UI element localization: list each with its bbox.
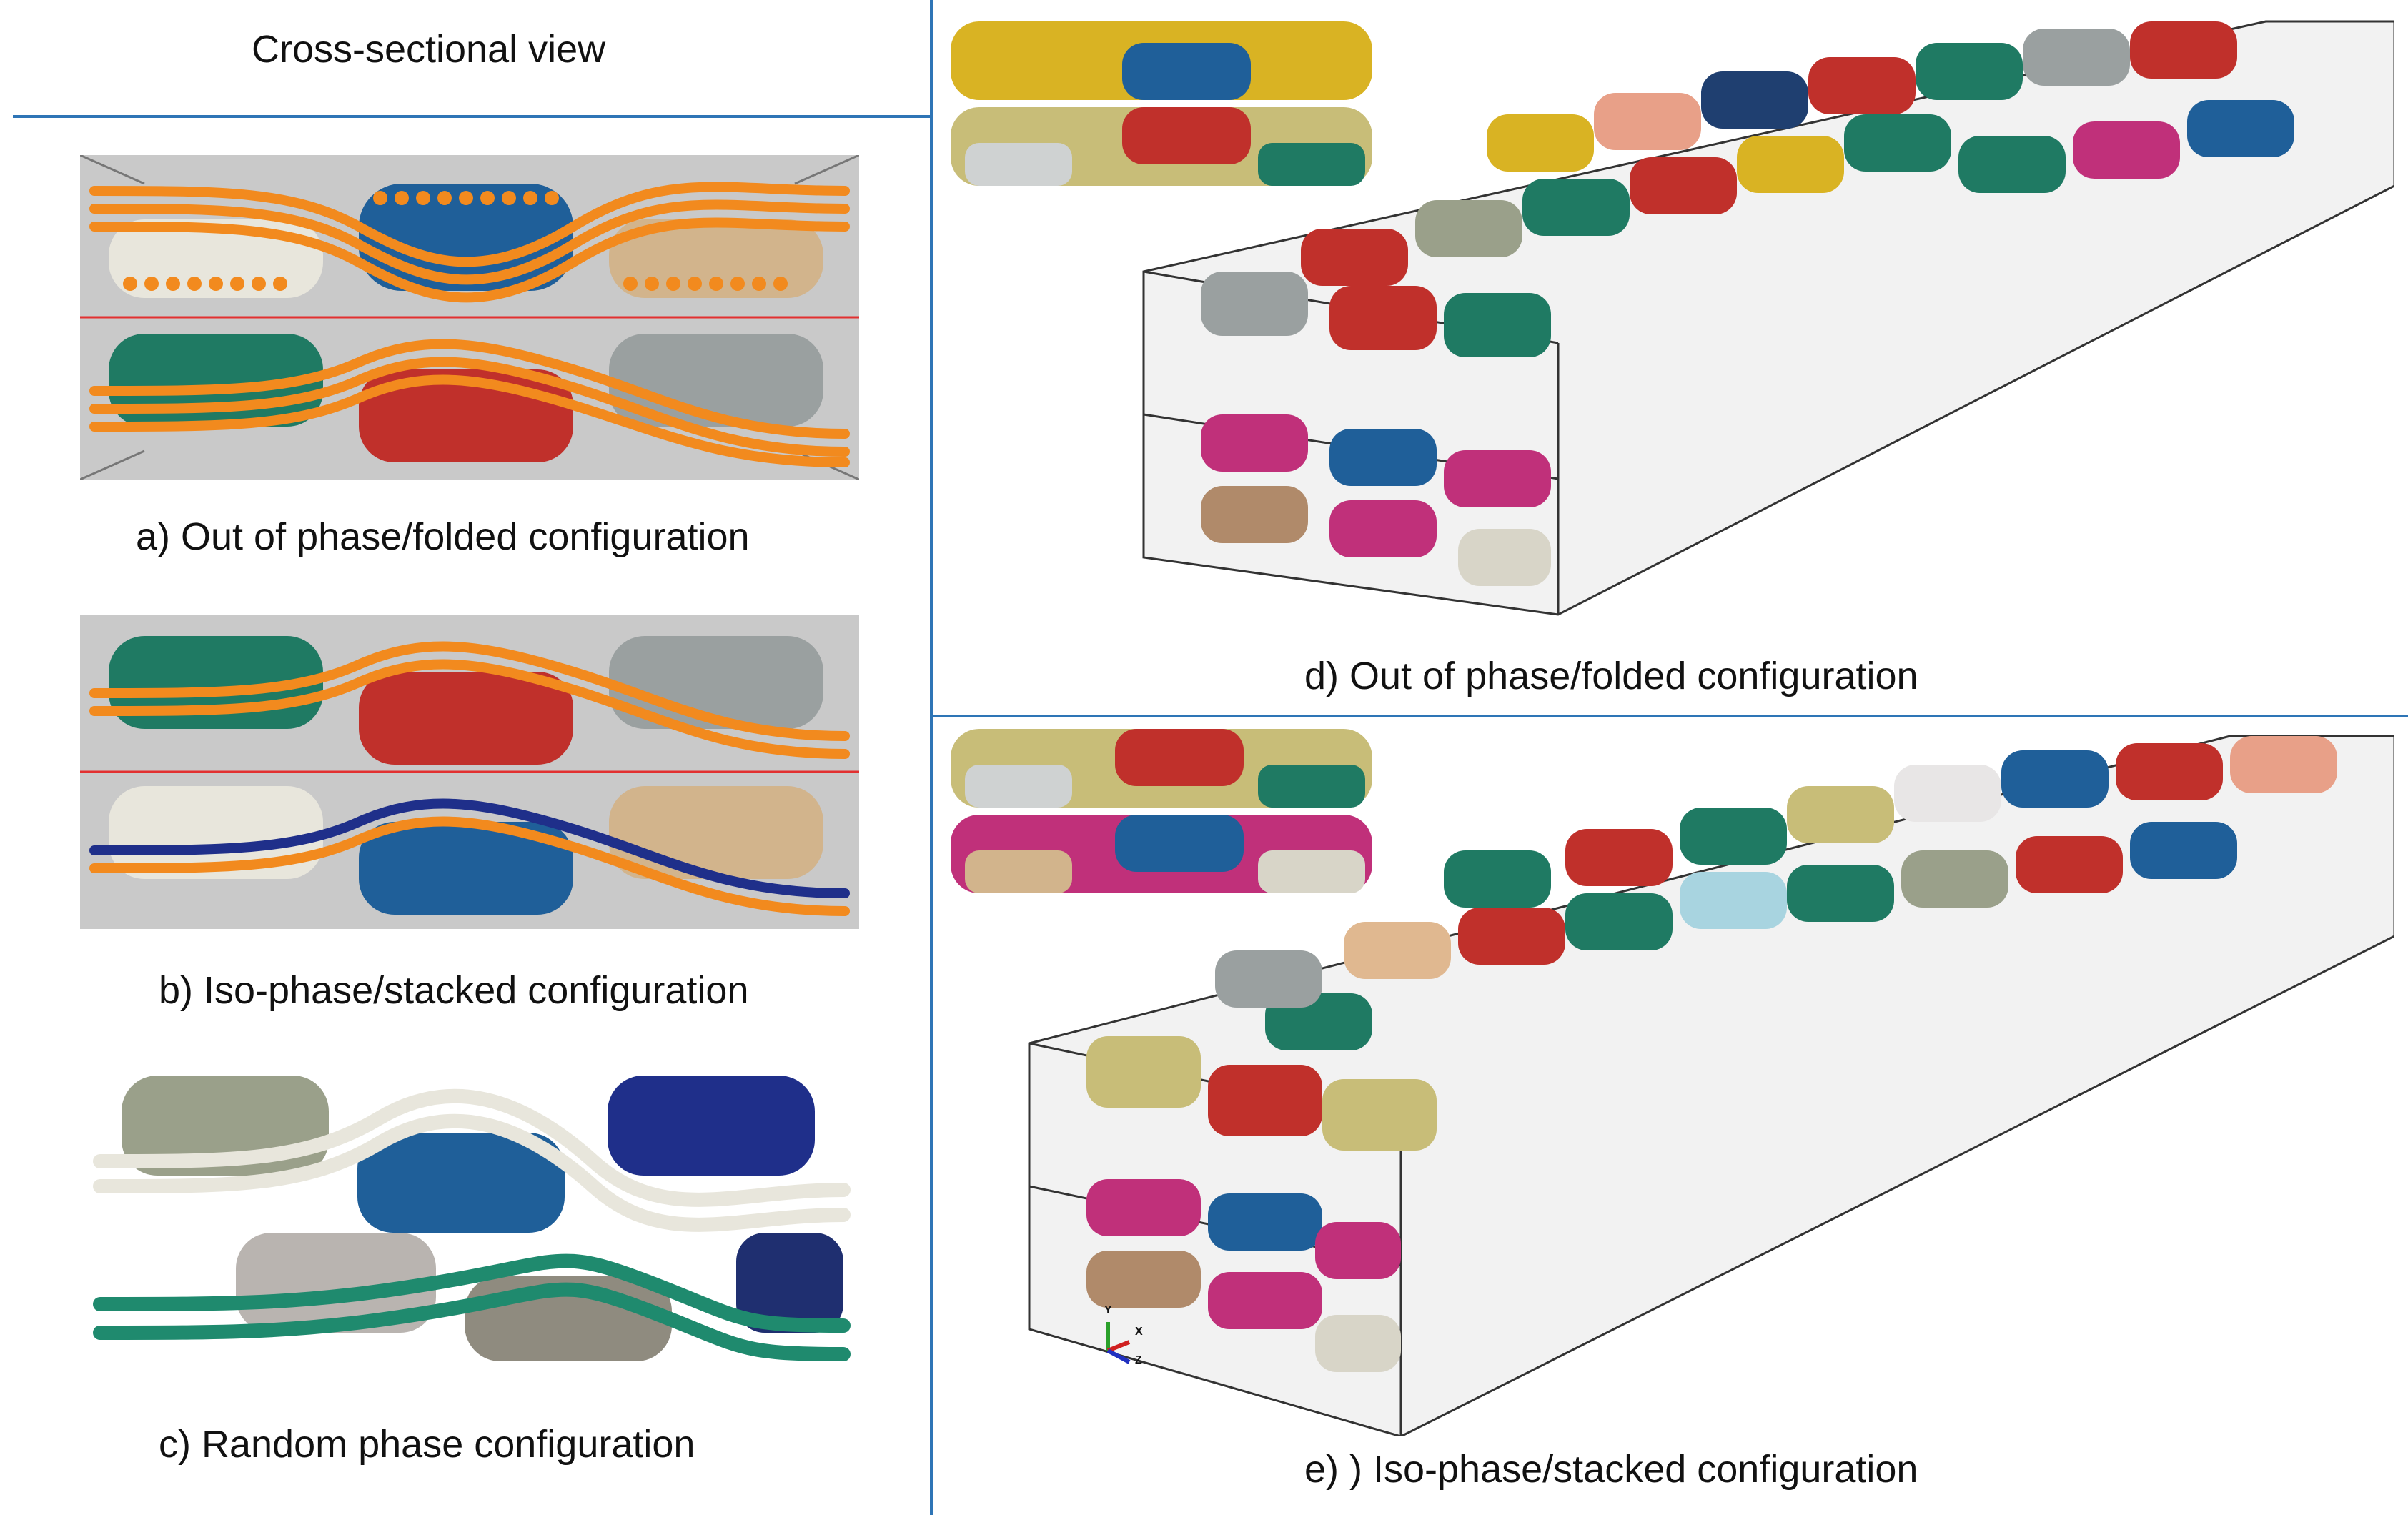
triad-x-label: X	[1135, 1326, 1143, 1338]
panel-c-image	[93, 1076, 851, 1361]
left-horizontal-divider	[13, 115, 930, 118]
axis-triad-icon	[1106, 1322, 1131, 1364]
cross-section-title: Cross-sectional view	[252, 28, 606, 71]
panel-a-image	[80, 155, 859, 480]
panel-d-image	[951, 20, 2394, 616]
panel-d-caption: d) Out of phase/folded configuration	[1304, 655, 1918, 697]
panel-a-caption: a) Out of phase/folded configuration	[136, 515, 750, 558]
panel-e-image	[951, 729, 2394, 1436]
panel-e-caption: e) ) Iso-phase/stacked configuration	[1304, 1448, 1918, 1491]
panel-b-caption: b) Iso-phase/stacked configuration	[159, 969, 749, 1012]
right-horizontal-divider	[933, 715, 2408, 717]
vertical-divider	[930, 0, 933, 1515]
triad-y-label: Y	[1104, 1304, 1112, 1316]
panel-c-caption: c) Random phase configuration	[159, 1423, 695, 1466]
triad-z-label: Z	[1135, 1354, 1142, 1366]
panel-b-image	[80, 615, 859, 929]
